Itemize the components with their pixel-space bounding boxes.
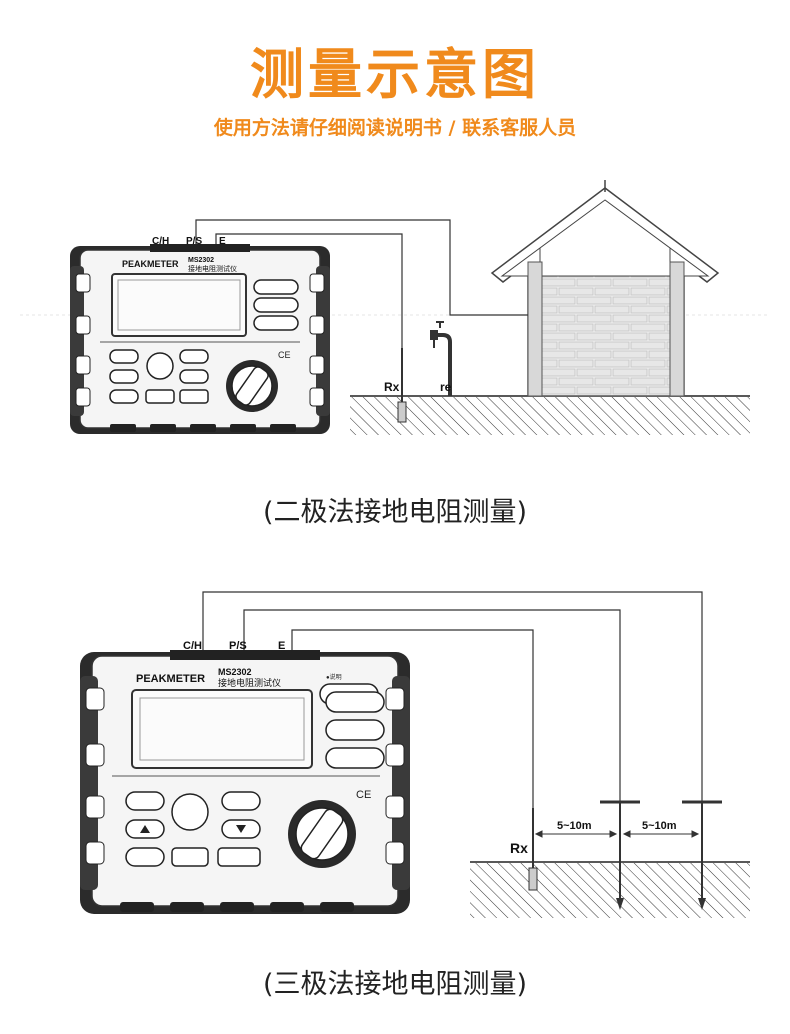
two-pole-diagram: Rx re (20, 180, 770, 435)
label-re: re (440, 380, 452, 394)
house-illustration (490, 180, 720, 397)
distance-label-1: 5~10m (557, 820, 592, 832)
svg-text:CE: CE (356, 789, 371, 801)
distance-label-2: 5~10m (642, 820, 677, 832)
page-subtitle: 使用方法请仔细阅读说明书 / 联系客服人员 (213, 117, 577, 139)
current-stake (682, 800, 722, 910)
three-pole-diagram: 5~10m 5~10m Rx ●说明 (80, 591, 750, 918)
terminal-e: E (219, 236, 226, 247)
tester-device: ●说明 CE (80, 650, 410, 914)
terminal-ps: P/S (186, 236, 202, 247)
brand-label: PEAKMETER (136, 673, 205, 685)
device-name-label: 接地电阻测试仪 (218, 677, 281, 688)
model-label: MS2302 (218, 667, 252, 677)
device-name-label: 接地电阻测试仪 (188, 264, 237, 273)
ground (350, 395, 750, 435)
model-label: MS2302 (188, 257, 214, 264)
test-wires (195, 219, 528, 350)
potential-stake (600, 800, 640, 910)
page-title: 测量示意图 (250, 43, 540, 106)
three-pole-caption: (三极法接地电阻测量) (262, 969, 528, 1000)
terminal-ps: P/S (229, 640, 247, 652)
svg-text:CE: CE (278, 350, 291, 360)
ground-rod-rx (397, 348, 407, 423)
distance-markers (534, 830, 700, 838)
ground (470, 861, 750, 918)
water-pipe (430, 321, 452, 396)
terminal-e: E (278, 640, 285, 652)
test-wires (202, 591, 703, 808)
label-rx: Rx (384, 380, 400, 394)
svg-text:●说明: ●说明 (326, 673, 342, 681)
brand-label: PEAKMETER (122, 259, 179, 269)
terminal-ch: C/H (152, 236, 169, 247)
tester-device: CE (70, 244, 330, 434)
terminal-ch: C/H (183, 640, 202, 652)
two-pole-caption: (二极法接地电阻测量) (262, 497, 528, 528)
label-rx: Rx (510, 840, 528, 856)
ground-rod-rx (528, 808, 538, 891)
